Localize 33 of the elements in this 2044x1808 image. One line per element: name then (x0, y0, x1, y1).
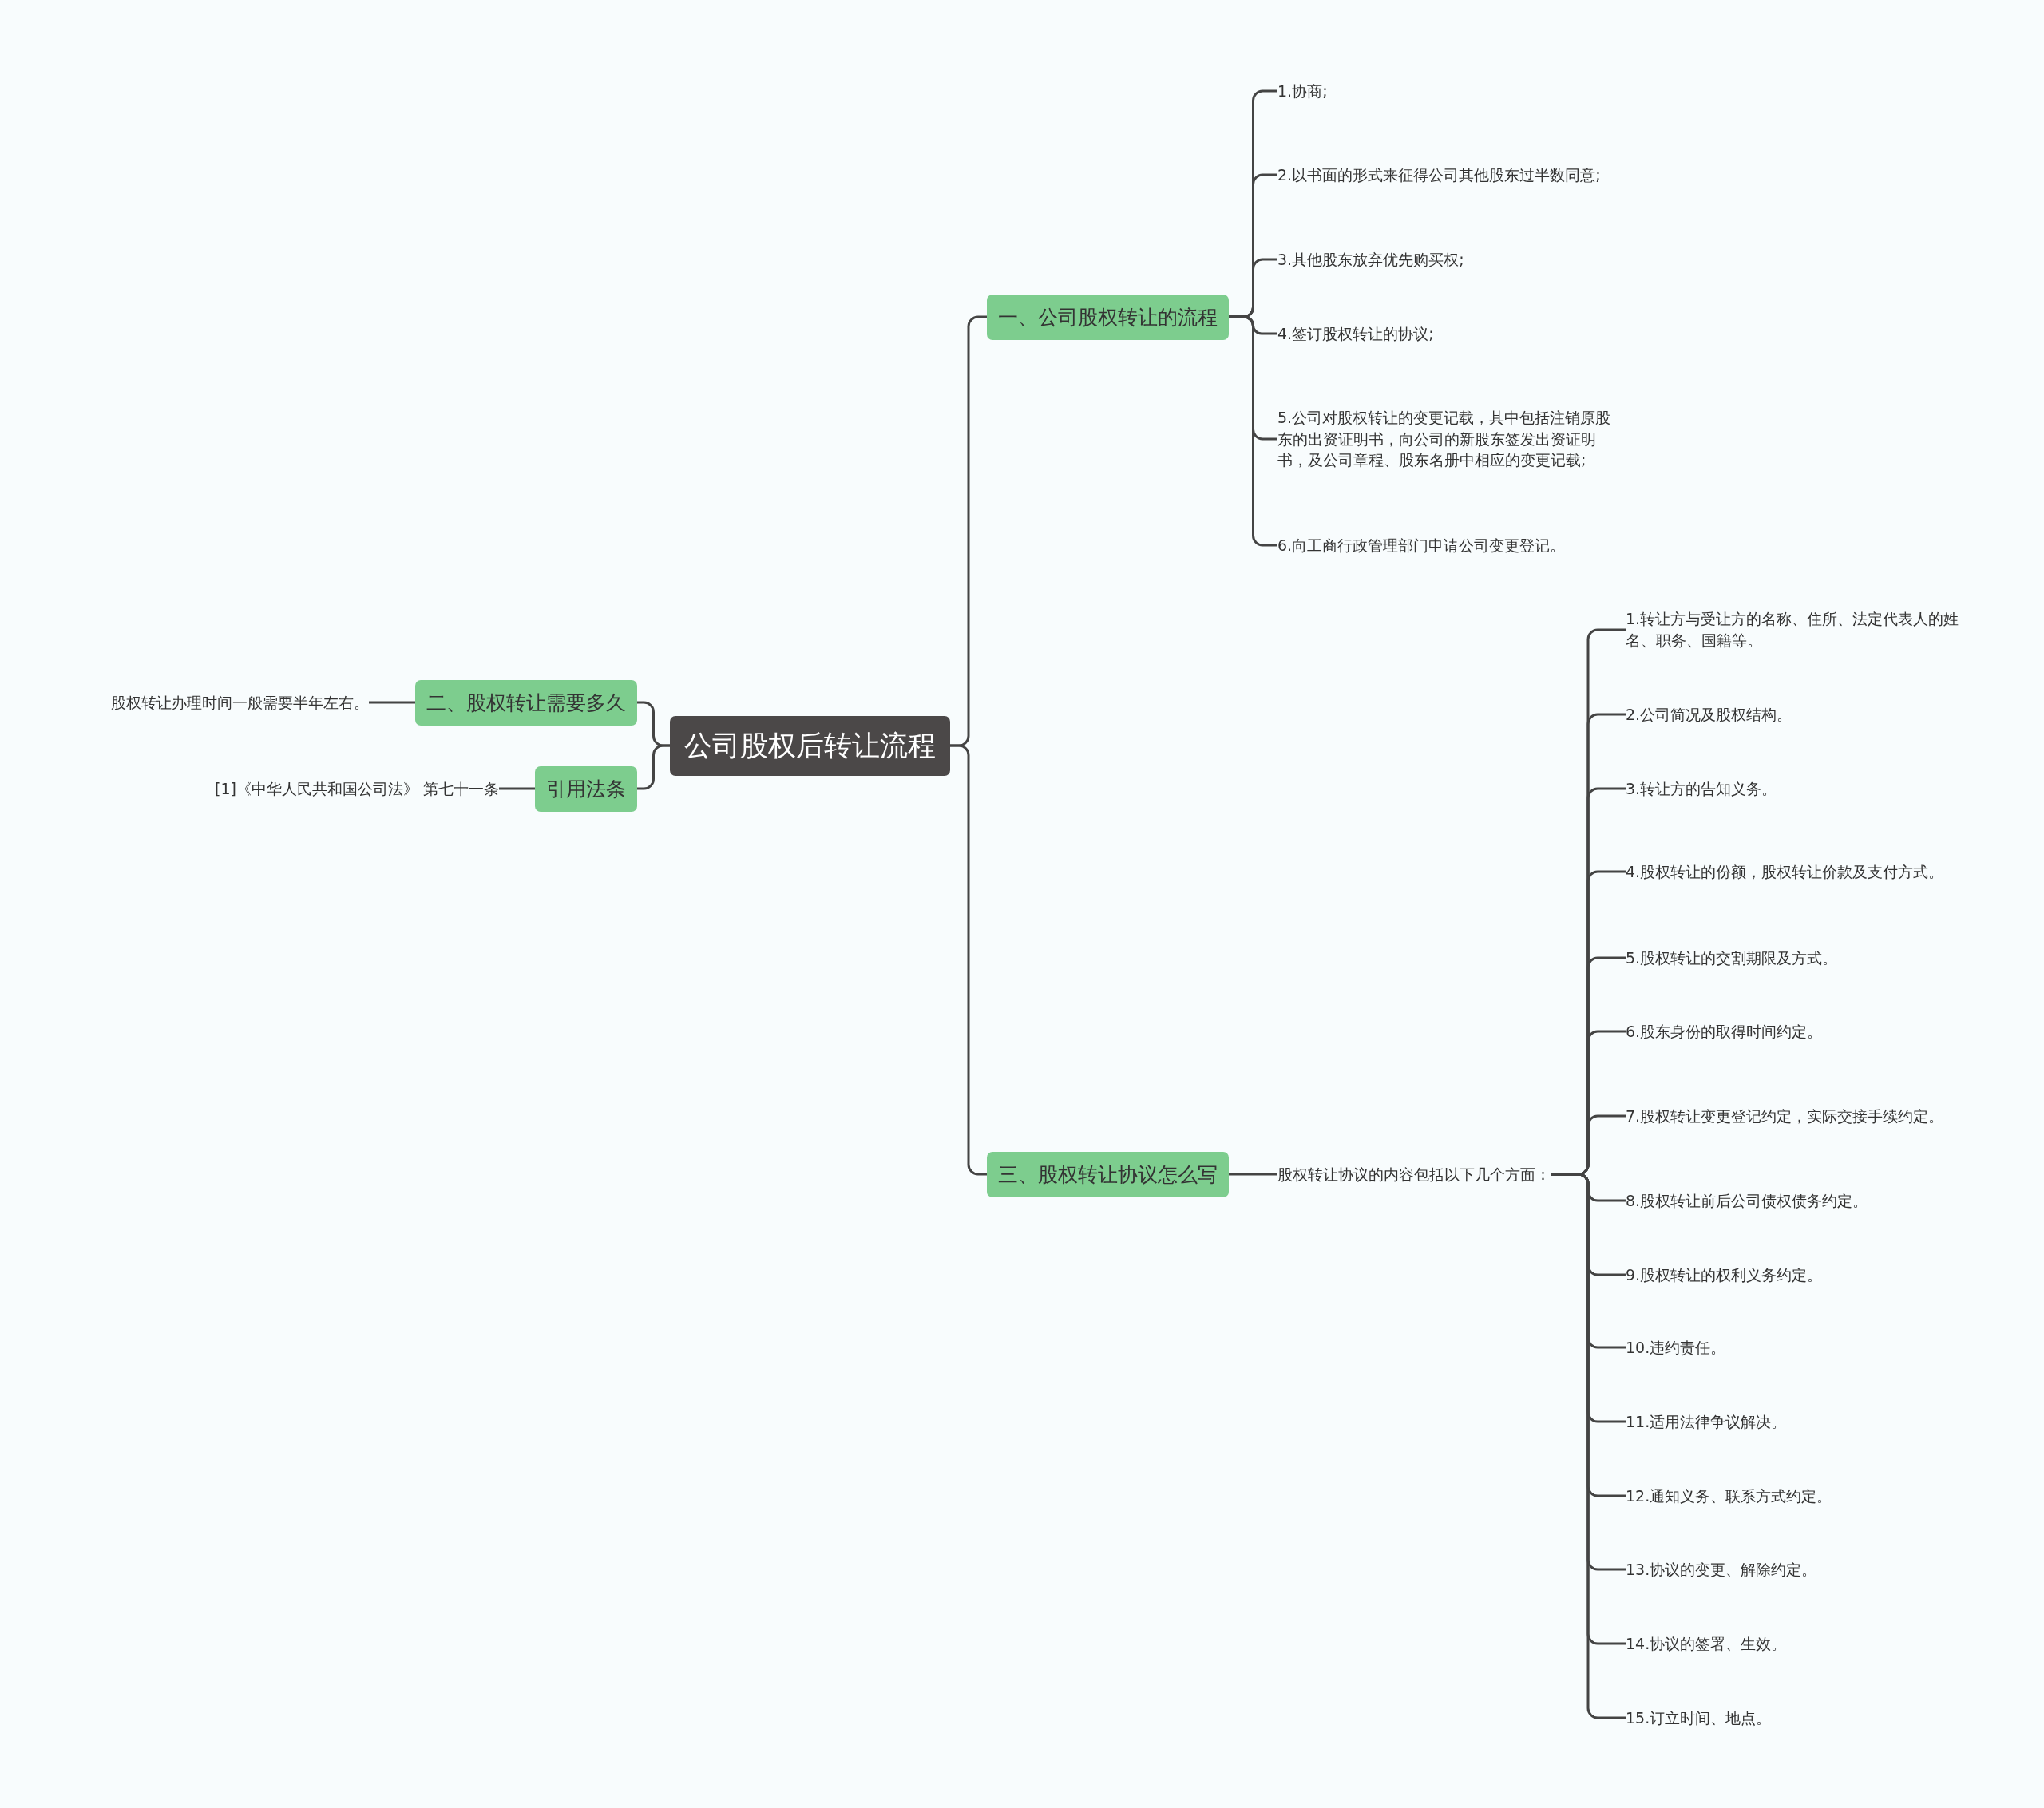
leaf-text: 股权转让办理时间一般需要半年左右。 (111, 690, 369, 715)
leaf-text: 11.适用法律争议解决。 (1626, 1409, 1977, 1434)
leaf-text: 14.协议的签署、生效。 (1626, 1631, 1977, 1656)
leaf-text: 股权转让协议的内容包括以下几个方面： (1278, 1161, 1551, 1187)
leaf-text: 6.向工商行政管理部门申请公司变更登记。 (1278, 532, 1621, 558)
leaf-text: 1.转让方与受让方的名称、住所、法定代表人的姓名、职务、国籍等。 (1626, 607, 1977, 653)
branch-topic: 三、股权转让协议怎么写 (987, 1151, 1229, 1197)
leaf-text: 5.公司对股权转让的变更记载，其中包括注销原股东的出资证明书，向公司的新股东签发出资证明书，及公司章程、股东名册中相应的变更记载; (1278, 406, 1621, 473)
leaf-text: 13.协议的变更、解除约定。 (1626, 1557, 1977, 1582)
connector-line (1229, 1173, 1278, 1176)
connector-line (950, 744, 987, 1176)
leaf-text: 10.违约责任。 (1626, 1335, 1977, 1360)
leaf-text: 1.协商; (1278, 78, 1621, 104)
leaf-text: 4.签订股权转让的协议; (1278, 321, 1621, 346)
leaf-text: 15.订立时间、地点。 (1626, 1705, 1977, 1731)
leaf-text: 2.公司简况及股权结构。 (1626, 702, 1977, 727)
leaf-text: 5.股权转让的交割期限及方式。 (1626, 945, 1977, 971)
branch-topic: 一、公司股权转让的流程 (987, 294, 1229, 340)
connector-line (369, 701, 415, 704)
leaf-text: 7.股权转让变更登记约定，实际交接手续约定。 (1626, 1103, 1977, 1129)
leaf-text: 12.通知义务、联系方式约定。 (1626, 1483, 1977, 1509)
leaf-text: 9.股权转让的权利义务约定。 (1626, 1262, 1977, 1288)
leaf-text: 2.以书面的形式来征得公司其他股东过半数同意; (1278, 162, 1621, 188)
central-topic: 公司股权后转让流程 (670, 715, 950, 776)
leaf-text: 6.股东身份的取得时间约定。 (1626, 1019, 1977, 1044)
connector-line (499, 787, 535, 790)
leaf-text: 4.股权转让的份额，股权转让价款及支付方式。 (1626, 859, 1977, 884)
leaf-text: 3.其他股东放弃优先购买权; (1278, 247, 1621, 272)
branch-topic: 引用法条 (535, 766, 637, 812)
branch-topic: 二、股权转让需要多久 (415, 679, 637, 726)
leaf-text: [1]《中华人民共和国公司法》 第七十一条 (215, 776, 499, 801)
leaf-text: 8.股权转让前后公司债权债务约定。 (1626, 1188, 1977, 1213)
leaf-text: 3.转让方的告知义务。 (1626, 776, 1977, 801)
